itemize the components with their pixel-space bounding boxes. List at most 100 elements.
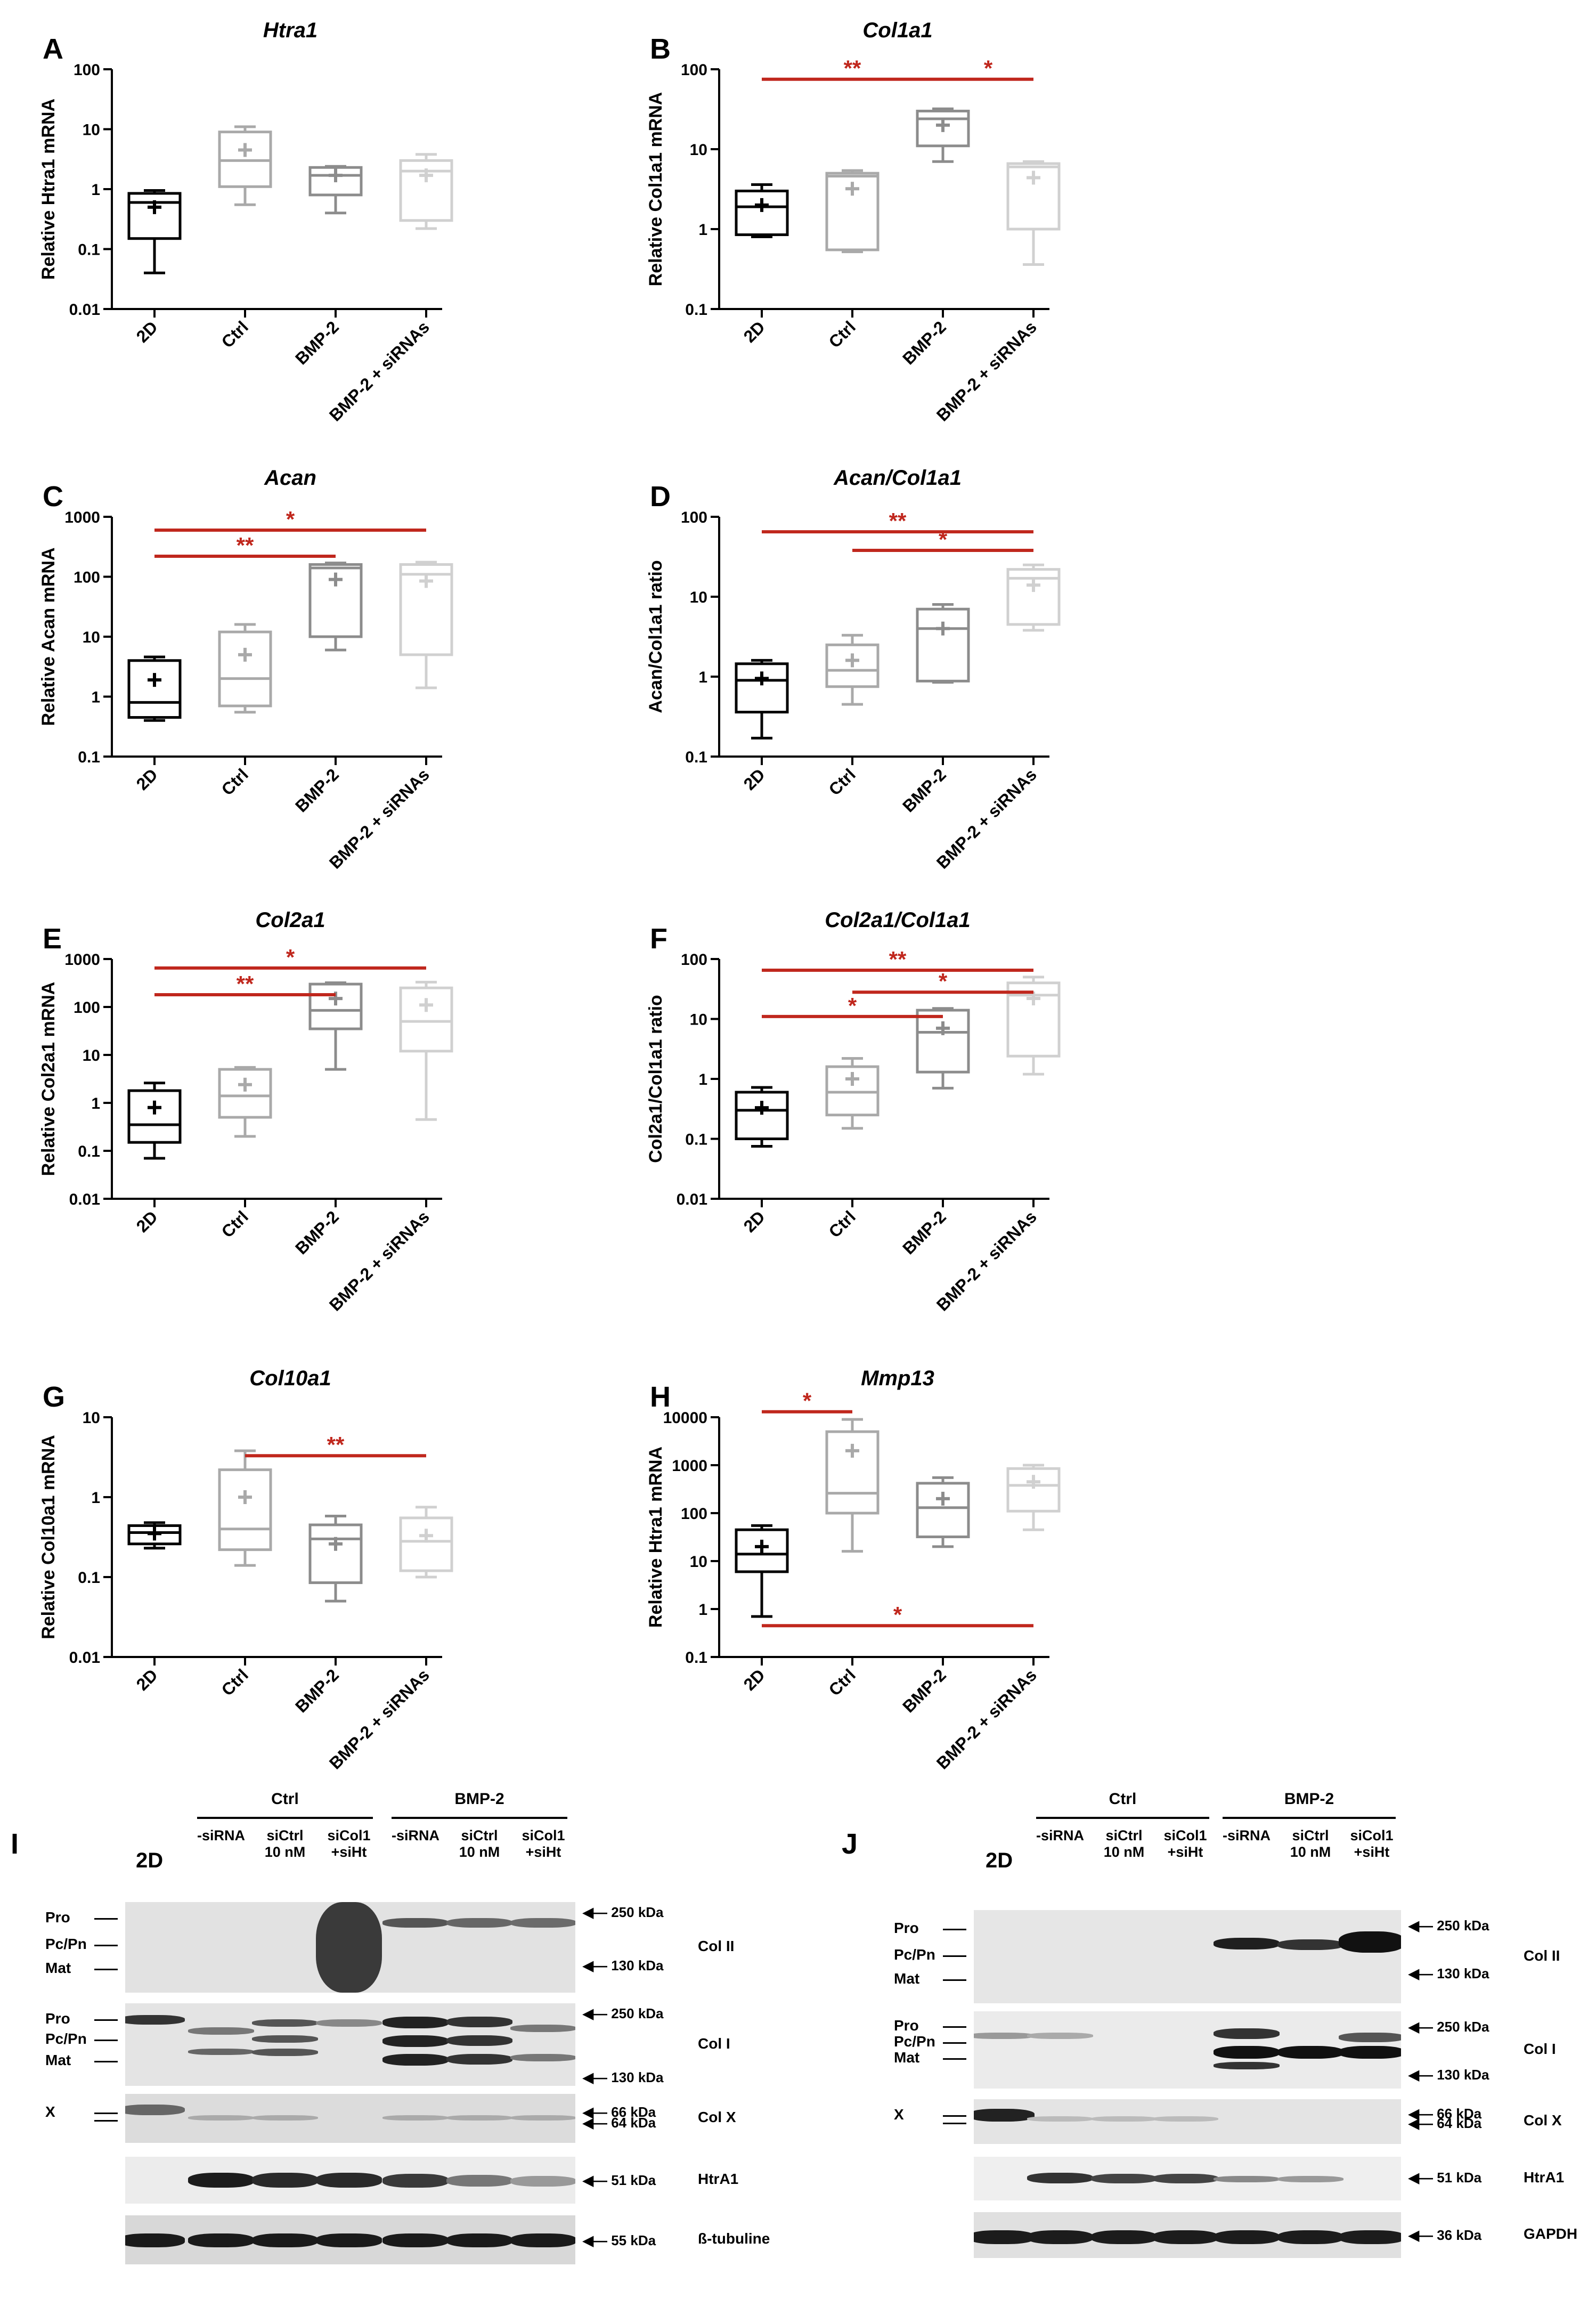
y-tick-label: 10 bbox=[83, 1409, 100, 1427]
box-bmp-2-sirnas bbox=[1006, 563, 1061, 632]
x-tick-label: BMP-2 bbox=[291, 765, 343, 816]
protein-label: Col II bbox=[698, 1938, 735, 1954]
box-iqr bbox=[916, 607, 970, 683]
y-tick-label: 0.01 bbox=[69, 1191, 100, 1208]
band bbox=[382, 2174, 449, 2188]
y-axis-label: Relative Acan mRNA bbox=[38, 547, 59, 726]
lane-label: siCtrl 10 nM bbox=[1290, 1827, 1331, 1860]
lane-label: -siRNA bbox=[197, 1827, 245, 1843]
box-iqr bbox=[127, 1089, 182, 1144]
marker-label: ◀— 36 kDa bbox=[1408, 2227, 1482, 2243]
band-tick bbox=[943, 1929, 966, 1930]
y-tick-label: 100 bbox=[681, 61, 707, 79]
box-ctrl bbox=[218, 1449, 272, 1567]
panel-letter: C bbox=[43, 481, 63, 513]
band bbox=[1214, 1938, 1280, 1949]
y-tick-label: 0.1 bbox=[78, 1143, 100, 1160]
marker-label: ◀— 250 kDa bbox=[583, 1904, 664, 1920]
band bbox=[1027, 2230, 1093, 2244]
chart-F: FCol2a1/Col1a11001010.10.01Col2a1/Col1a1… bbox=[646, 908, 1061, 1315]
chart-title: Htra1 bbox=[263, 19, 317, 42]
band bbox=[1027, 2033, 1093, 2039]
y-tick-label: 100 bbox=[74, 999, 100, 1017]
marker-label: ◀— 130 kDa bbox=[583, 1957, 664, 1973]
band bbox=[510, 1918, 575, 1928]
significance-label: * bbox=[984, 56, 993, 81]
band-label: Pc/Pn bbox=[45, 2030, 87, 2047]
band bbox=[382, 2035, 449, 2047]
box-iqr bbox=[399, 1516, 453, 1572]
band-tick bbox=[943, 2123, 966, 2124]
x-tick-label: BMP-2 + siRNAs bbox=[933, 765, 1040, 872]
box-iqr bbox=[127, 1524, 182, 1546]
band bbox=[974, 2033, 1035, 2039]
band-tick bbox=[943, 1955, 966, 1957]
panel-letter: I bbox=[11, 1828, 19, 1860]
y-tick-label: 0.01 bbox=[677, 1191, 707, 1208]
x-tick-label: BMP-2 bbox=[899, 317, 950, 368]
x-tick-label: Ctrl bbox=[825, 1665, 859, 1699]
y-tick-label: 100 bbox=[681, 509, 707, 526]
marker-label: ◀— 130 kDa bbox=[583, 2069, 664, 2085]
x-tick-label: 2D bbox=[133, 765, 161, 793]
y-tick-label: 1 bbox=[698, 669, 707, 686]
box-iqr bbox=[399, 563, 453, 656]
box-iqr bbox=[218, 1468, 272, 1551]
box-bmp-2-sirnas bbox=[399, 1506, 453, 1579]
significance-label: * bbox=[893, 1602, 902, 1627]
y-tick-label: 0.1 bbox=[685, 301, 707, 319]
band bbox=[510, 2115, 575, 2121]
box-iqr bbox=[825, 643, 880, 688]
box-ctrl bbox=[825, 1418, 880, 1553]
marker-label: ◀— 250 kDa bbox=[1408, 1918, 1489, 1934]
band bbox=[1091, 2230, 1157, 2244]
x-tick-label: BMP-2 bbox=[291, 1207, 343, 1258]
lane-label: siCtrl 10 nM bbox=[459, 1827, 500, 1860]
band-tick bbox=[94, 2040, 118, 2041]
band bbox=[1152, 2116, 1218, 2122]
x-tick-label: BMP-2 bbox=[291, 317, 343, 368]
band-tick bbox=[94, 2113, 118, 2114]
y-tick-label: 1000 bbox=[64, 951, 100, 969]
y-tick-label: 10 bbox=[83, 1047, 100, 1065]
band-tick bbox=[94, 1945, 118, 1946]
significance-label: * bbox=[286, 507, 295, 532]
protein-label: HtrA1 bbox=[1524, 2169, 1565, 2186]
y-tick-label: 1000 bbox=[64, 509, 100, 526]
band-label: X bbox=[45, 2103, 55, 2120]
y-tick-label: 0.1 bbox=[685, 1649, 707, 1667]
band bbox=[382, 2233, 449, 2247]
blot-htra1 bbox=[974, 2157, 1401, 2200]
marker-label: ◀— 66 kDa bbox=[583, 2104, 656, 2120]
y-tick-label: 1 bbox=[698, 221, 707, 239]
blot-col-x bbox=[974, 2099, 1401, 2144]
box-iqr bbox=[218, 1068, 272, 1119]
band-label: Pro bbox=[45, 2010, 70, 2027]
box-bmp-2-sirnas bbox=[399, 980, 453, 1121]
x-tick-label: BMP-2 + siRNAs bbox=[325, 1207, 433, 1314]
y-axis-label: Relative Htra1 mRNA bbox=[646, 1447, 666, 1628]
x-tick-label: 2D bbox=[133, 1207, 161, 1236]
box-iqr bbox=[308, 1523, 363, 1585]
box-bmp-2 bbox=[916, 1007, 970, 1090]
x-tick-label: 2D bbox=[133, 1665, 161, 1694]
panel-letter: D bbox=[650, 481, 671, 513]
band-tick bbox=[943, 2058, 966, 2060]
box-iqr bbox=[1006, 568, 1061, 626]
lane-label: siCol1 +siHt bbox=[522, 1827, 565, 1860]
chart-title: Col2a1/Col1a1 bbox=[825, 908, 970, 932]
chart-title: Acan/Col1a1 bbox=[833, 466, 962, 490]
panel-letter: A bbox=[43, 33, 63, 65]
x-tick-label: 2D bbox=[740, 1207, 769, 1236]
x-tick-label: BMP-2 + siRNAs bbox=[325, 1665, 433, 1773]
y-tick-label: 10 bbox=[83, 629, 100, 646]
chart-title: Mmp13 bbox=[861, 1367, 934, 1390]
box-iqr bbox=[218, 630, 272, 708]
